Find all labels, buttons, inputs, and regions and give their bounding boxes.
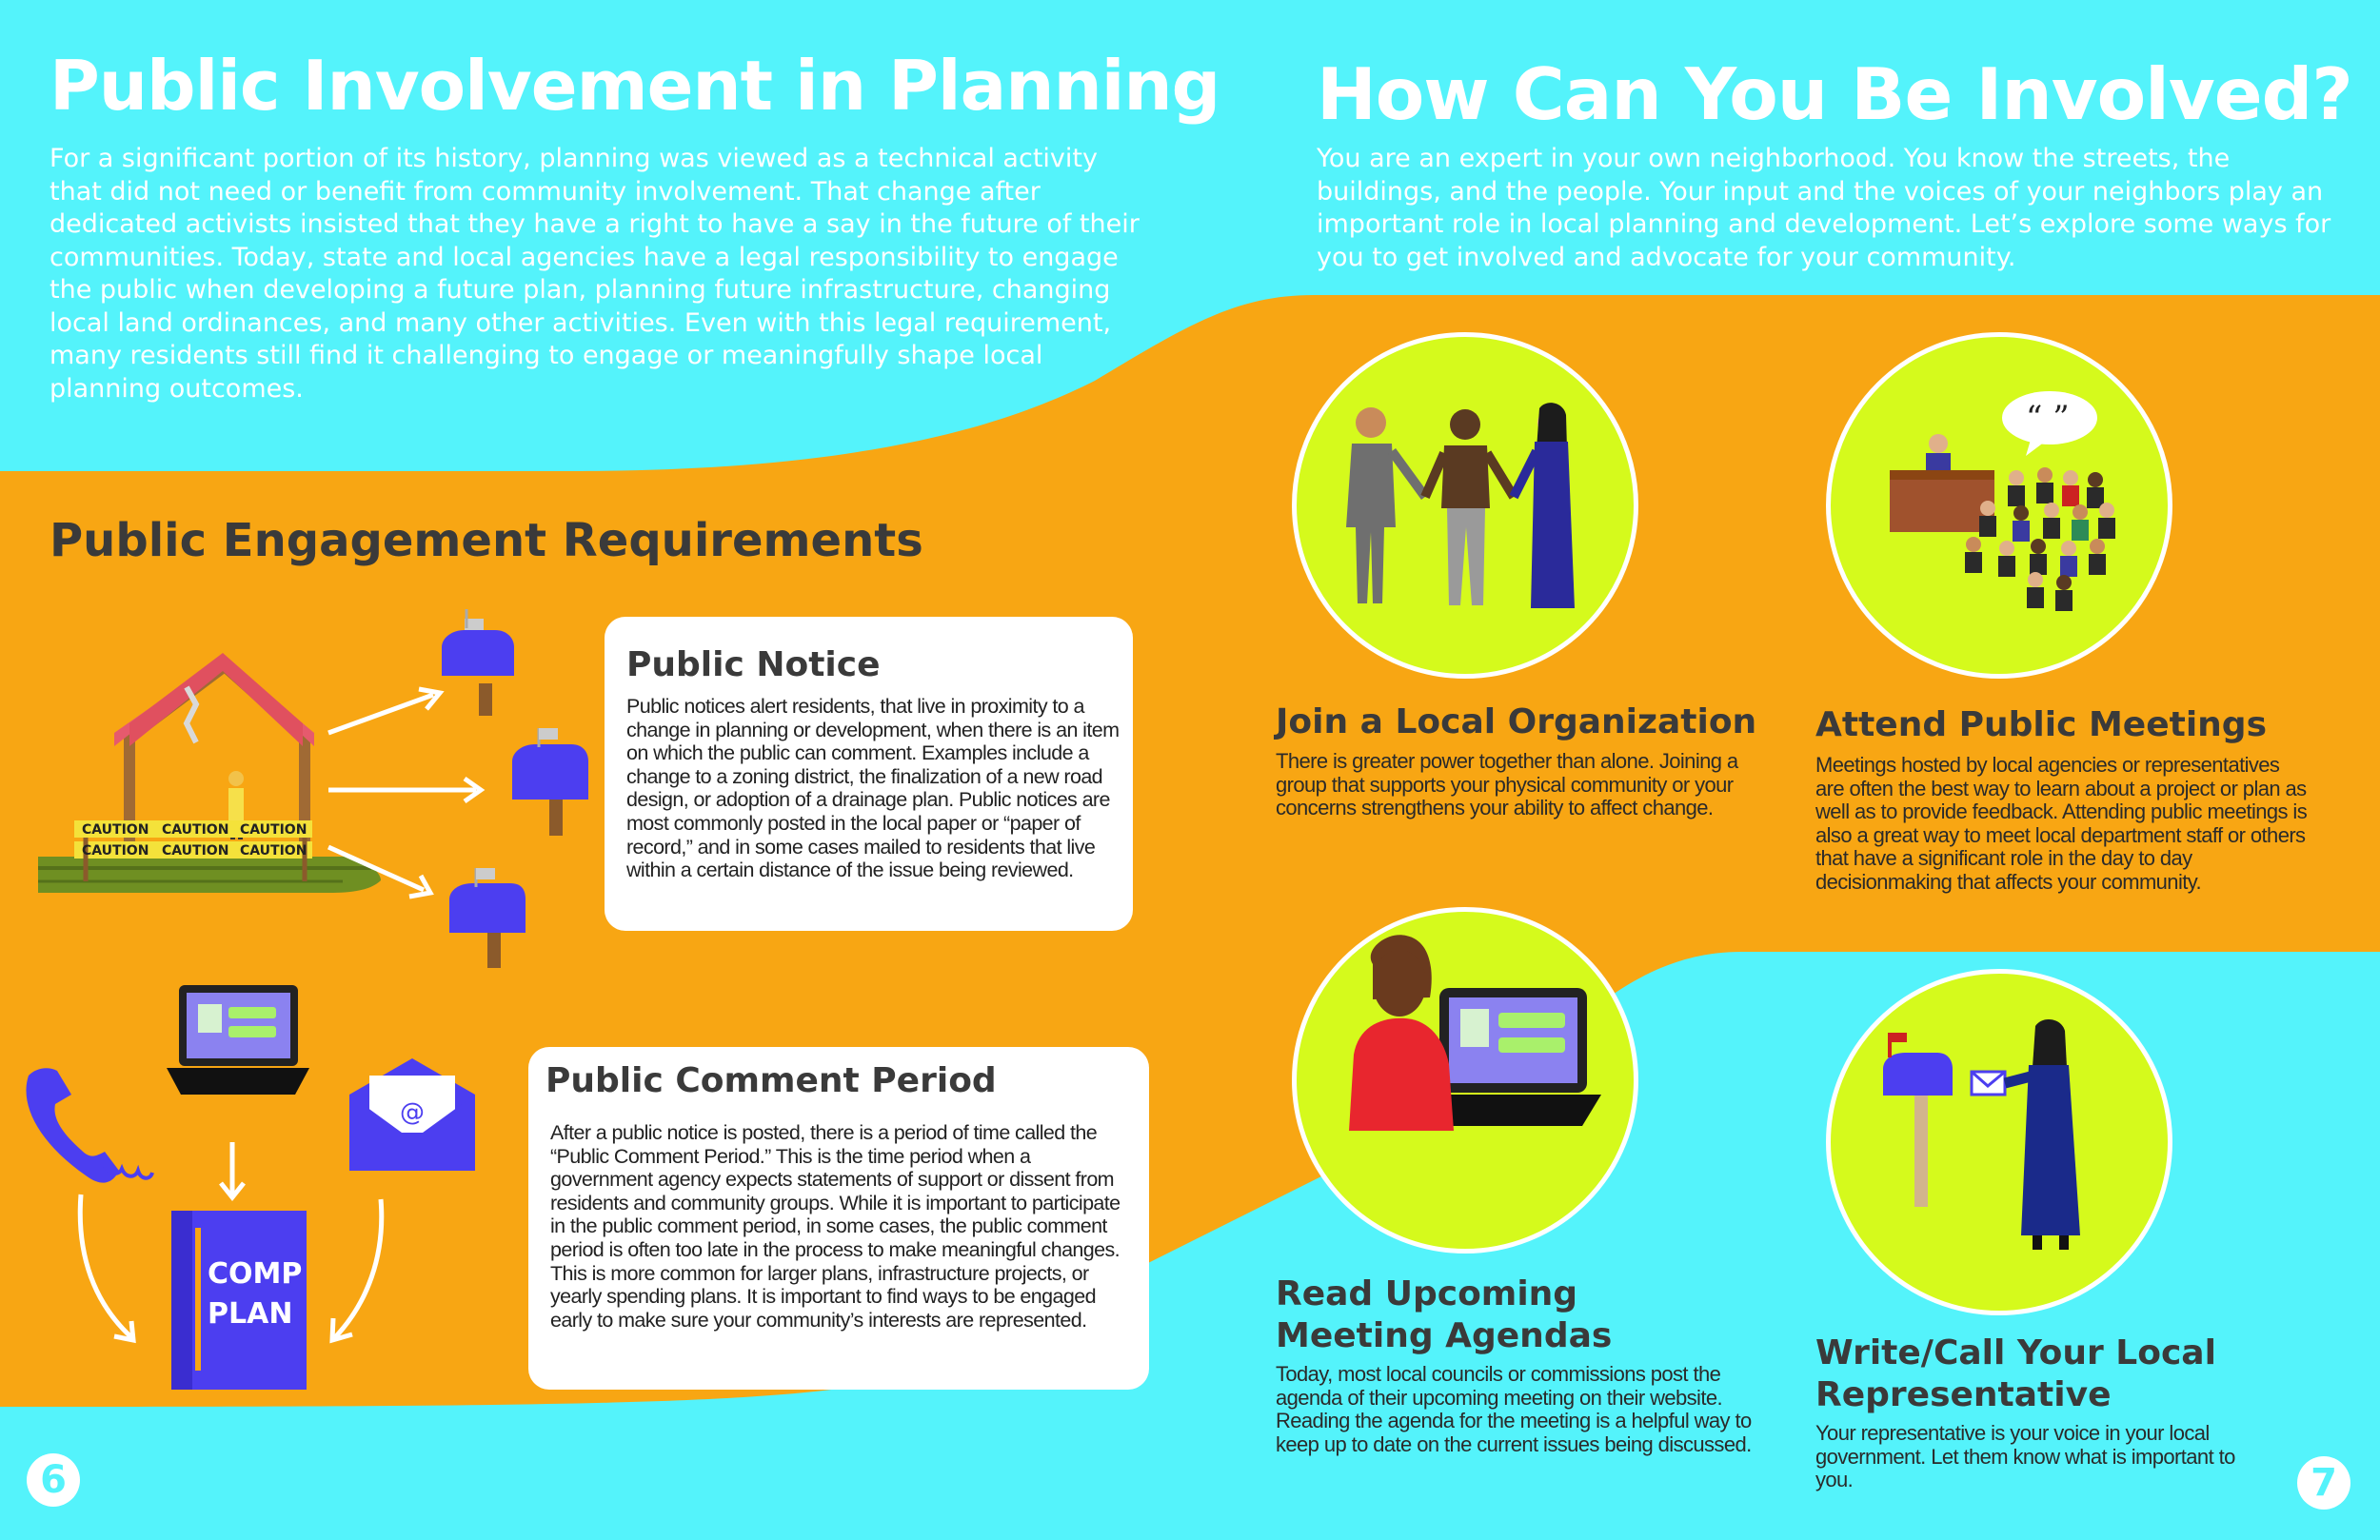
caution-label: CAUTION <box>82 822 149 838</box>
mailbox-icon <box>442 609 514 716</box>
meeting-crowd-icon: “ ” <box>1890 391 2115 611</box>
right-page-title: How Can You Be Involved? <box>1317 52 2353 136</box>
item-title-attend-meetings: Attend Public Meetings <box>1815 705 2267 744</box>
caution-label: CAUTION <box>240 843 307 859</box>
people-handshake-icon <box>1346 403 1575 608</box>
caution-tape-icon: CAUTION CAUTION CAUTION CAUTION CAUTION … <box>74 820 312 881</box>
email-icon: @ <box>349 1058 475 1171</box>
public-meeting-illustration: “ ” <box>1826 332 2172 679</box>
public-notice-card: Public Notice Public notices alert resid… <box>605 617 1133 931</box>
public-notice-body: Public notices alert residents, that liv… <box>626 695 1120 882</box>
public-comment-body: After a public notice is posted, there i… <box>550 1121 1121 1332</box>
caution-label: CAUTION <box>162 822 228 838</box>
mailbox-icon <box>512 728 588 836</box>
phone-icon <box>26 1068 154 1183</box>
item-body-read-agendas: Today, most local councils or commission… <box>1276 1362 1752 1456</box>
email-at-symbol: @ <box>400 1098 425 1127</box>
laptop-icon <box>167 985 309 1095</box>
page-number-left: 6 <box>27 1453 80 1507</box>
item-title-write-representative: Write/Call Your Local Representative <box>1815 1333 2216 1414</box>
left-intro-paragraph: For a significant portion of its history… <box>50 144 1140 404</box>
left-page-title: Public Involvement in Planning <box>50 46 1220 126</box>
book-icon: COMP PLAN <box>171 1211 307 1390</box>
public-notice-title: Public Notice <box>626 645 881 684</box>
book-label-line2: PLAN <box>208 1297 292 1331</box>
house-icon <box>114 653 314 857</box>
public-comment-title: Public Comment Period <box>545 1061 997 1100</box>
ground-icon <box>38 857 381 893</box>
page-number-right: 7 <box>2297 1456 2350 1510</box>
item-body-join-organization: There is greater power together than alo… <box>1276 749 1738 819</box>
public-comment-card: Public Comment Period After a public not… <box>528 1047 1149 1390</box>
caution-label: CAUTION <box>240 822 307 838</box>
woman-mailing-letter-icon <box>1883 1018 2080 1250</box>
item-body-write-representative: Your representative is your voice in you… <box>1815 1421 2235 1491</box>
caution-label: CAUTION <box>82 843 149 859</box>
caution-label: CAUTION <box>162 843 228 859</box>
join-organization-illustration <box>1292 332 1638 679</box>
arrows-icon <box>327 686 486 899</box>
person-at-computer-icon <box>1349 935 1601 1131</box>
item-title-read-agendas: Read Upcoming Meeting Agendas <box>1276 1274 1613 1355</box>
read-agendas-illustration <box>1292 907 1638 1254</box>
section-title-engagement: Public Engagement Requirements <box>50 514 923 567</box>
write-representative-illustration <box>1826 969 2172 1315</box>
mailbox-icon <box>449 868 526 968</box>
right-intro-paragraph: You are an expert in your own neighborho… <box>1317 144 2331 272</box>
item-title-join-organization: Join a Local Organization <box>1276 702 1757 741</box>
flow-arrows-icon <box>77 1142 385 1344</box>
book-label-line1: COMP <box>208 1257 302 1291</box>
quote-marks: “ ” <box>2026 399 2070 437</box>
item-body-attend-meetings: Meetings hosted by local agencies or rep… <box>1815 753 2308 894</box>
